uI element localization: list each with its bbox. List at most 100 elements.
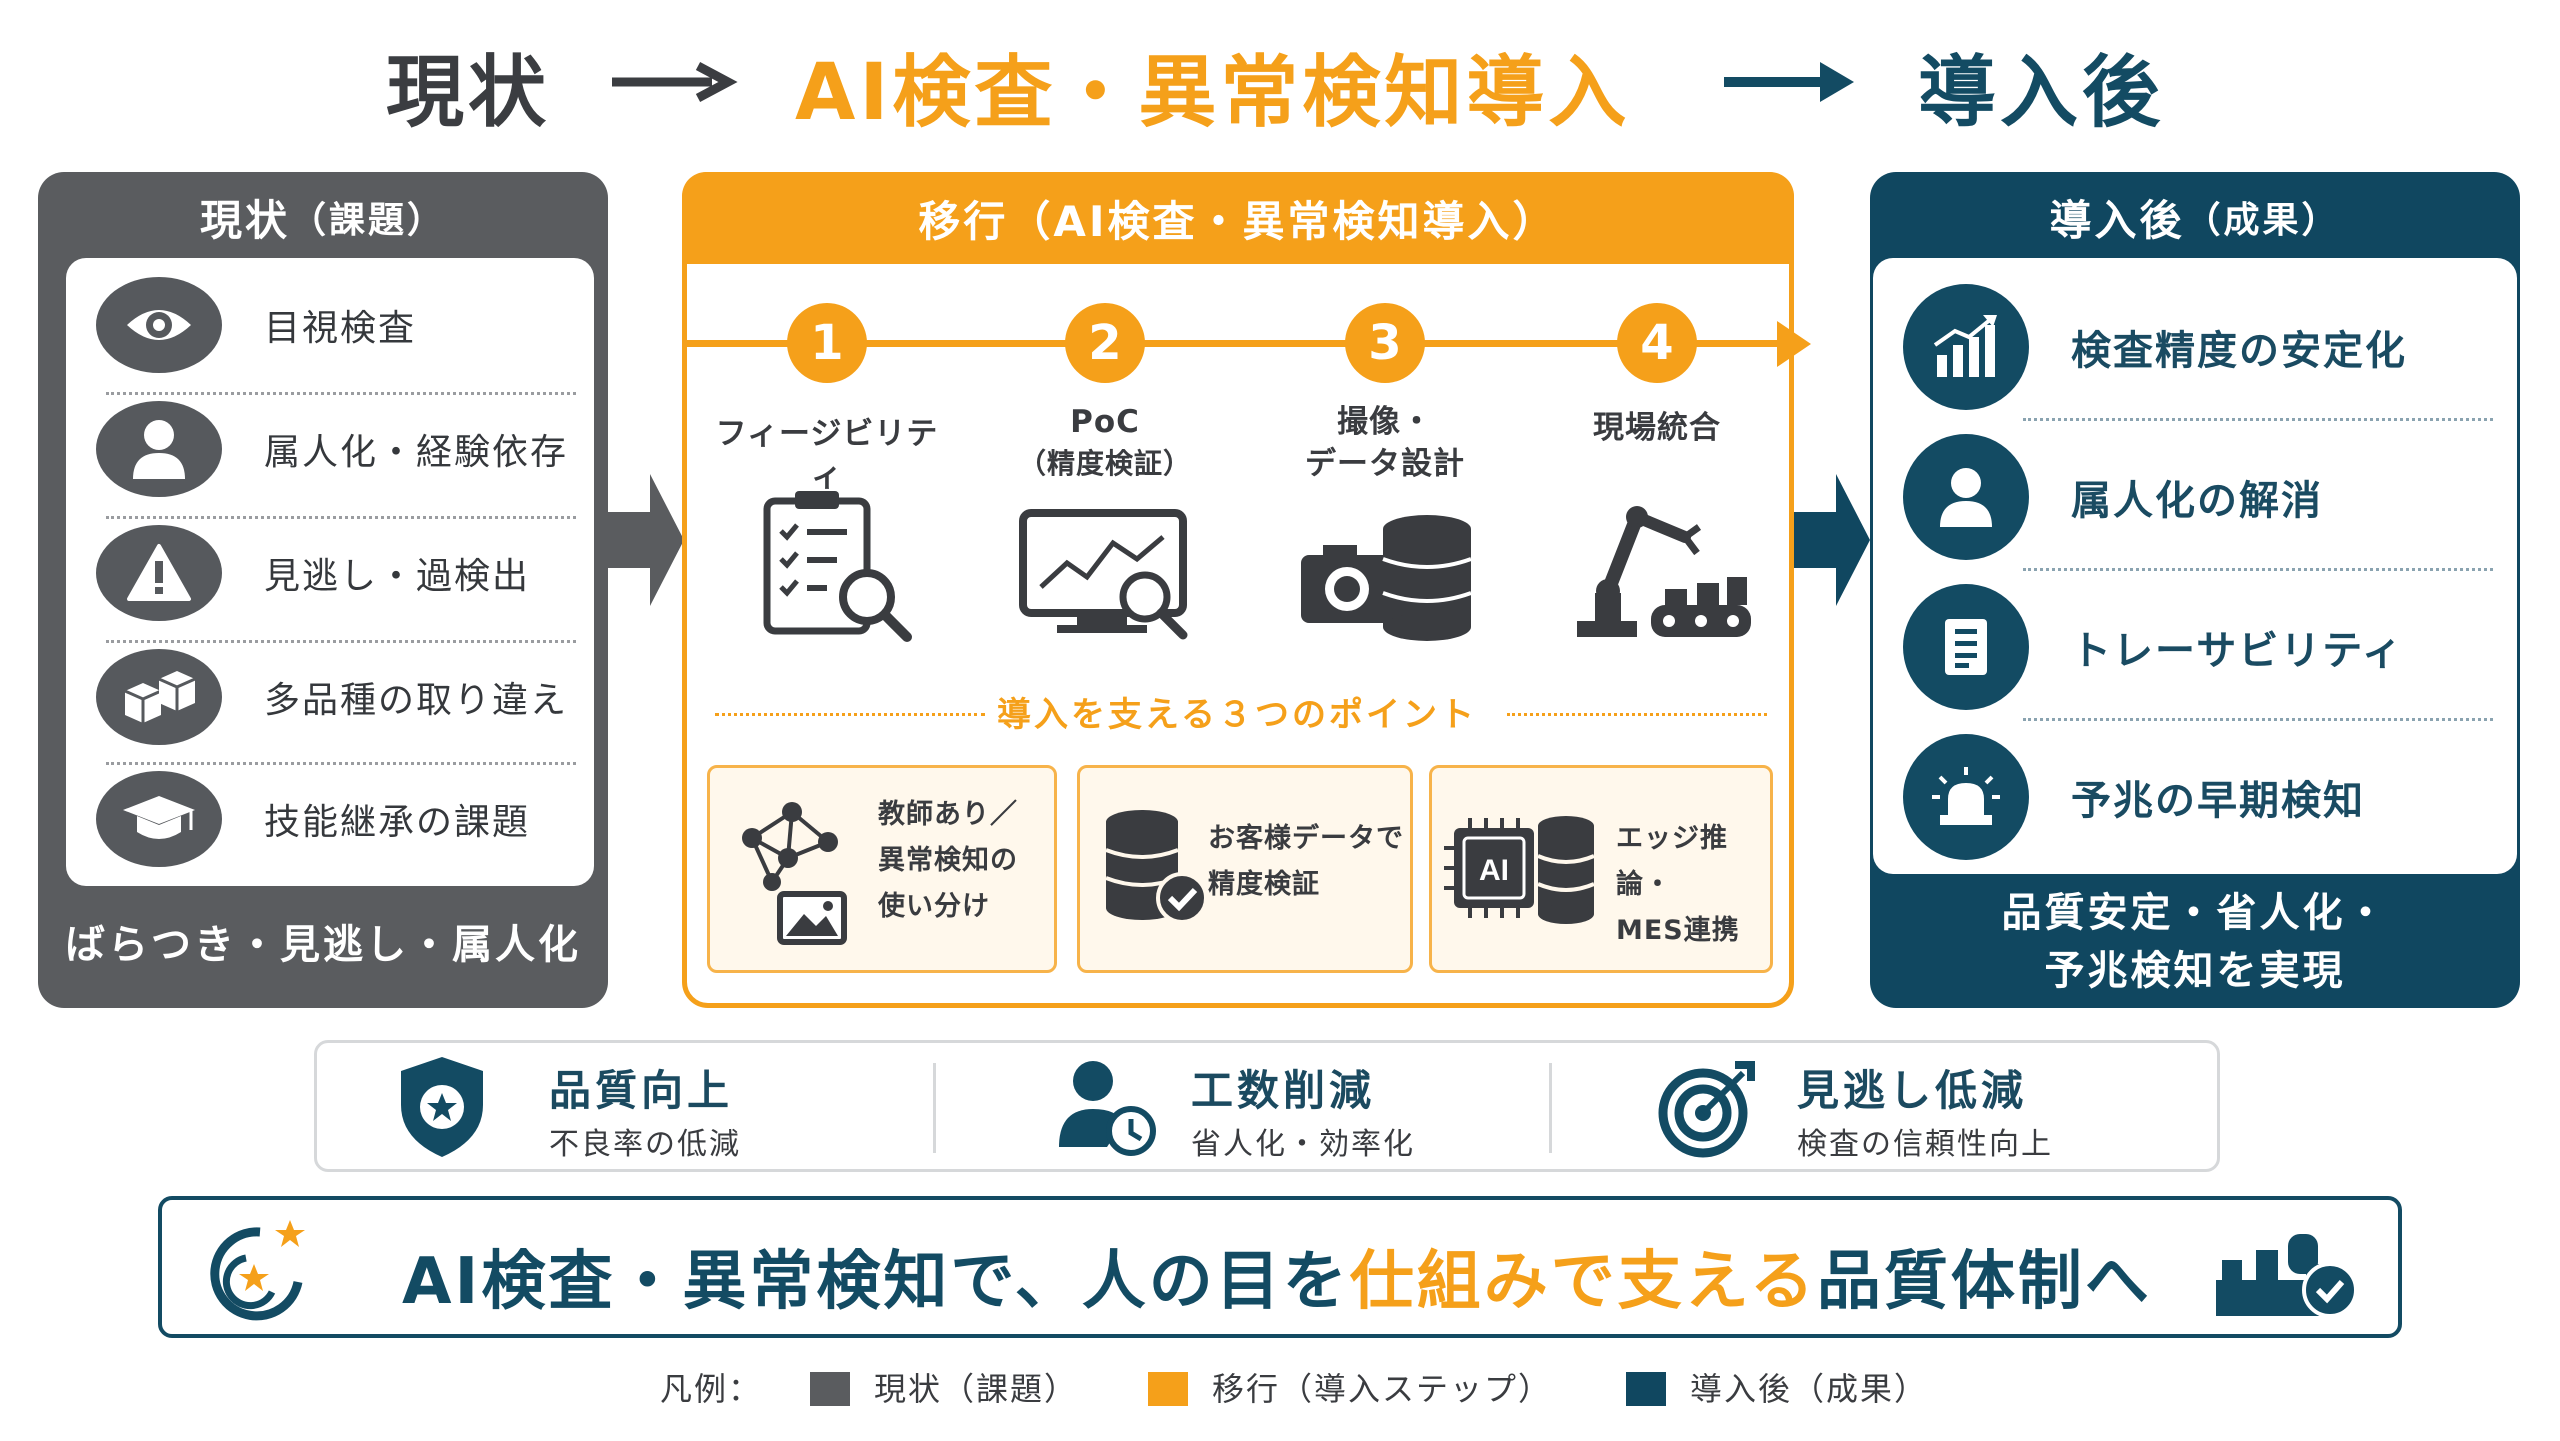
legend-item-label: 導入後（成果） — [1690, 1370, 1929, 1408]
point-text-line: MES連携 — [1616, 915, 1740, 946]
timeline-line — [687, 340, 1782, 347]
legend-swatch — [810, 1372, 850, 1406]
result-title-paren: （成果） — [2184, 200, 2341, 241]
legend-item-label: 移行（導入ステップ） — [1212, 1370, 1553, 1408]
step-number: 1 — [787, 303, 867, 383]
point-text-line: お客様データで — [1208, 823, 1404, 854]
point-text: お客様データで 精度検証 — [1208, 816, 1404, 908]
list-item-label: 属人化・経験依存 — [264, 432, 569, 473]
list-item: 目視検査 — [96, 266, 576, 384]
list-item: 属人化・経験依存 — [96, 390, 576, 508]
boxes-icon — [96, 649, 222, 745]
list-item: 見逃し・過検出 — [96, 514, 576, 632]
current-state-summary: ばらつき・見逃し・属人化 — [65, 922, 581, 968]
list-item-label: 予兆の早期検知 — [2071, 778, 2365, 824]
graduation-cap-icon — [96, 771, 222, 867]
warning-icon — [96, 525, 222, 621]
eye-icon — [96, 277, 222, 373]
person-clock-icon — [1059, 1061, 1156, 1156]
step-label-line: データ設計 — [1305, 446, 1465, 482]
flow-arrow-2-icon — [1794, 474, 1870, 606]
flow-arrow-1-icon — [608, 474, 684, 606]
divider — [106, 516, 576, 519]
timeline-arrow-icon — [1777, 321, 1811, 367]
step-label-line: （精度検証） — [1017, 447, 1192, 480]
person-icon — [1903, 434, 2029, 560]
divider — [2023, 718, 2493, 721]
list-item-label: 検査精度の安定化 — [2071, 328, 2407, 374]
benefit-item: 品質向上 不良率の低減 — [397, 1043, 897, 1169]
header-middle: AI検査・異常検知導入 — [795, 48, 1631, 138]
benefit-item: 工数削減 省人化・効率化 — [1057, 1043, 1557, 1169]
transition-panel: 移行（AI検査・異常検知導入） 1 2 3 4 フィージビリティ PoC （精度… — [682, 172, 1811, 1008]
result-title-text: 導入後 — [2049, 195, 2185, 245]
list-item-label: 目視検査 — [264, 308, 417, 349]
crescent-star-icon — [210, 1220, 305, 1321]
step-label: 現場統合 — [1593, 410, 1721, 446]
benefit-subtitle: 検査の信頼性向上 — [1797, 1127, 2053, 1162]
header-after: 導入後 — [1918, 48, 2165, 138]
list-item-label: 見逃し・過検出 — [264, 556, 531, 597]
points-title: 導入を支える３つのポイント — [997, 695, 1477, 735]
header-before: 現状 — [386, 48, 551, 138]
header-arrow-2-icon — [1724, 62, 1854, 102]
step-label-line: PoC — [1070, 404, 1140, 440]
alarm-light-icon — [1903, 734, 2029, 860]
network-image-icon — [742, 802, 847, 945]
legend-label: 凡例： — [660, 1370, 763, 1408]
step-label: フィージビリティ — [715, 416, 939, 494]
point-text-line: エッジ推論・ — [1616, 823, 1728, 900]
point-card: お客様データで 精度検証 — [1077, 765, 1413, 973]
divider — [1507, 713, 1767, 716]
person-icon — [96, 401, 222, 497]
result-title: 導入後（成果） — [1870, 172, 2520, 262]
list-item: 属人化の解消 — [1903, 432, 2503, 562]
step-number: 4 — [1617, 303, 1697, 383]
point-text: エッジ推論・ MES連携 — [1616, 816, 1770, 954]
bar-chart-up-icon — [1903, 284, 2029, 410]
camera-database-icon — [1301, 515, 1472, 641]
result-summary-line: 予兆検知を実現 — [2044, 948, 2346, 994]
list-item: 多品種の取り違え — [96, 638, 576, 756]
benefit-title: 見逃し低減 — [1797, 1066, 2028, 1115]
divider — [1549, 1063, 1552, 1153]
divider — [106, 762, 576, 765]
ai-chip-database-icon: AI — [1444, 816, 1595, 924]
target-icon — [1658, 1061, 1755, 1158]
benefits-bar: 品質向上 不良率の低減 工数削減 省人化・効率化 見逃し低減 検査の信頼性向上 — [314, 1040, 2220, 1172]
result-panel: 導入後（成果） 検査精度の安定化 属人化の解消 トレーサビリティ — [1870, 172, 2520, 1008]
header: 現状 AI検査・異常検知導入 導入後 — [0, 20, 2560, 150]
divider — [106, 392, 576, 395]
benefit-title: 工数削減 — [1191, 1066, 1376, 1115]
point-text: 教師あり／ 異常検知の 使い分け — [878, 792, 1018, 930]
result-summary: 品質安定・省人化・ 予兆検知を実現 — [1870, 884, 2520, 1000]
list-item: トレーサビリティ — [1903, 582, 2503, 712]
point-card: AI エッジ推論・ MES連携 — [1429, 765, 1773, 973]
divider — [106, 640, 576, 643]
benefit-title: 品質向上 — [549, 1066, 734, 1115]
list-item-label: 技能継承の課題 — [264, 802, 531, 843]
current-state-panel: 現状（課題） 目視検査 属人化・経験依存 見逃し・過検出 — [38, 172, 608, 1008]
divider — [715, 713, 985, 716]
step-label-line: 撮像・ — [1337, 404, 1433, 440]
shield-star-icon — [401, 1057, 483, 1157]
legend-swatch — [1148, 1372, 1188, 1406]
slogan-banner: AI検査・異常検知で、人の目を仕組みで支える品質体制へ — [158, 1196, 2402, 1338]
divider — [2023, 568, 2493, 571]
checklist-search-icon — [763, 491, 912, 642]
list-item-label: トレーサビリティ — [2071, 628, 2404, 674]
legend-item-label: 現状（課題） — [874, 1370, 1079, 1408]
list-item: 検査精度の安定化 — [1903, 282, 2503, 412]
step-label: PoC （精度検証） — [985, 401, 1225, 485]
database-check-icon — [1105, 810, 1208, 924]
result-list: 検査精度の安定化 属人化の解消 トレーサビリティ 予兆の早期検知 — [1873, 258, 2517, 874]
point-text-line: 異常検知の — [878, 845, 1018, 876]
benefit-subtitle: 省人化・効率化 — [1191, 1127, 1415, 1162]
chip-text: AI — [1479, 854, 1509, 887]
step-label: 撮像・ データ設計 — [1265, 401, 1505, 485]
point-text-line: 精度検証 — [1208, 869, 1320, 900]
point-card: 教師あり／ 異常検知の 使い分け — [707, 765, 1057, 973]
list-item: 技能継承の課題 — [96, 760, 576, 878]
document-icon — [1903, 584, 2029, 710]
legend-swatch — [1626, 1372, 1666, 1406]
